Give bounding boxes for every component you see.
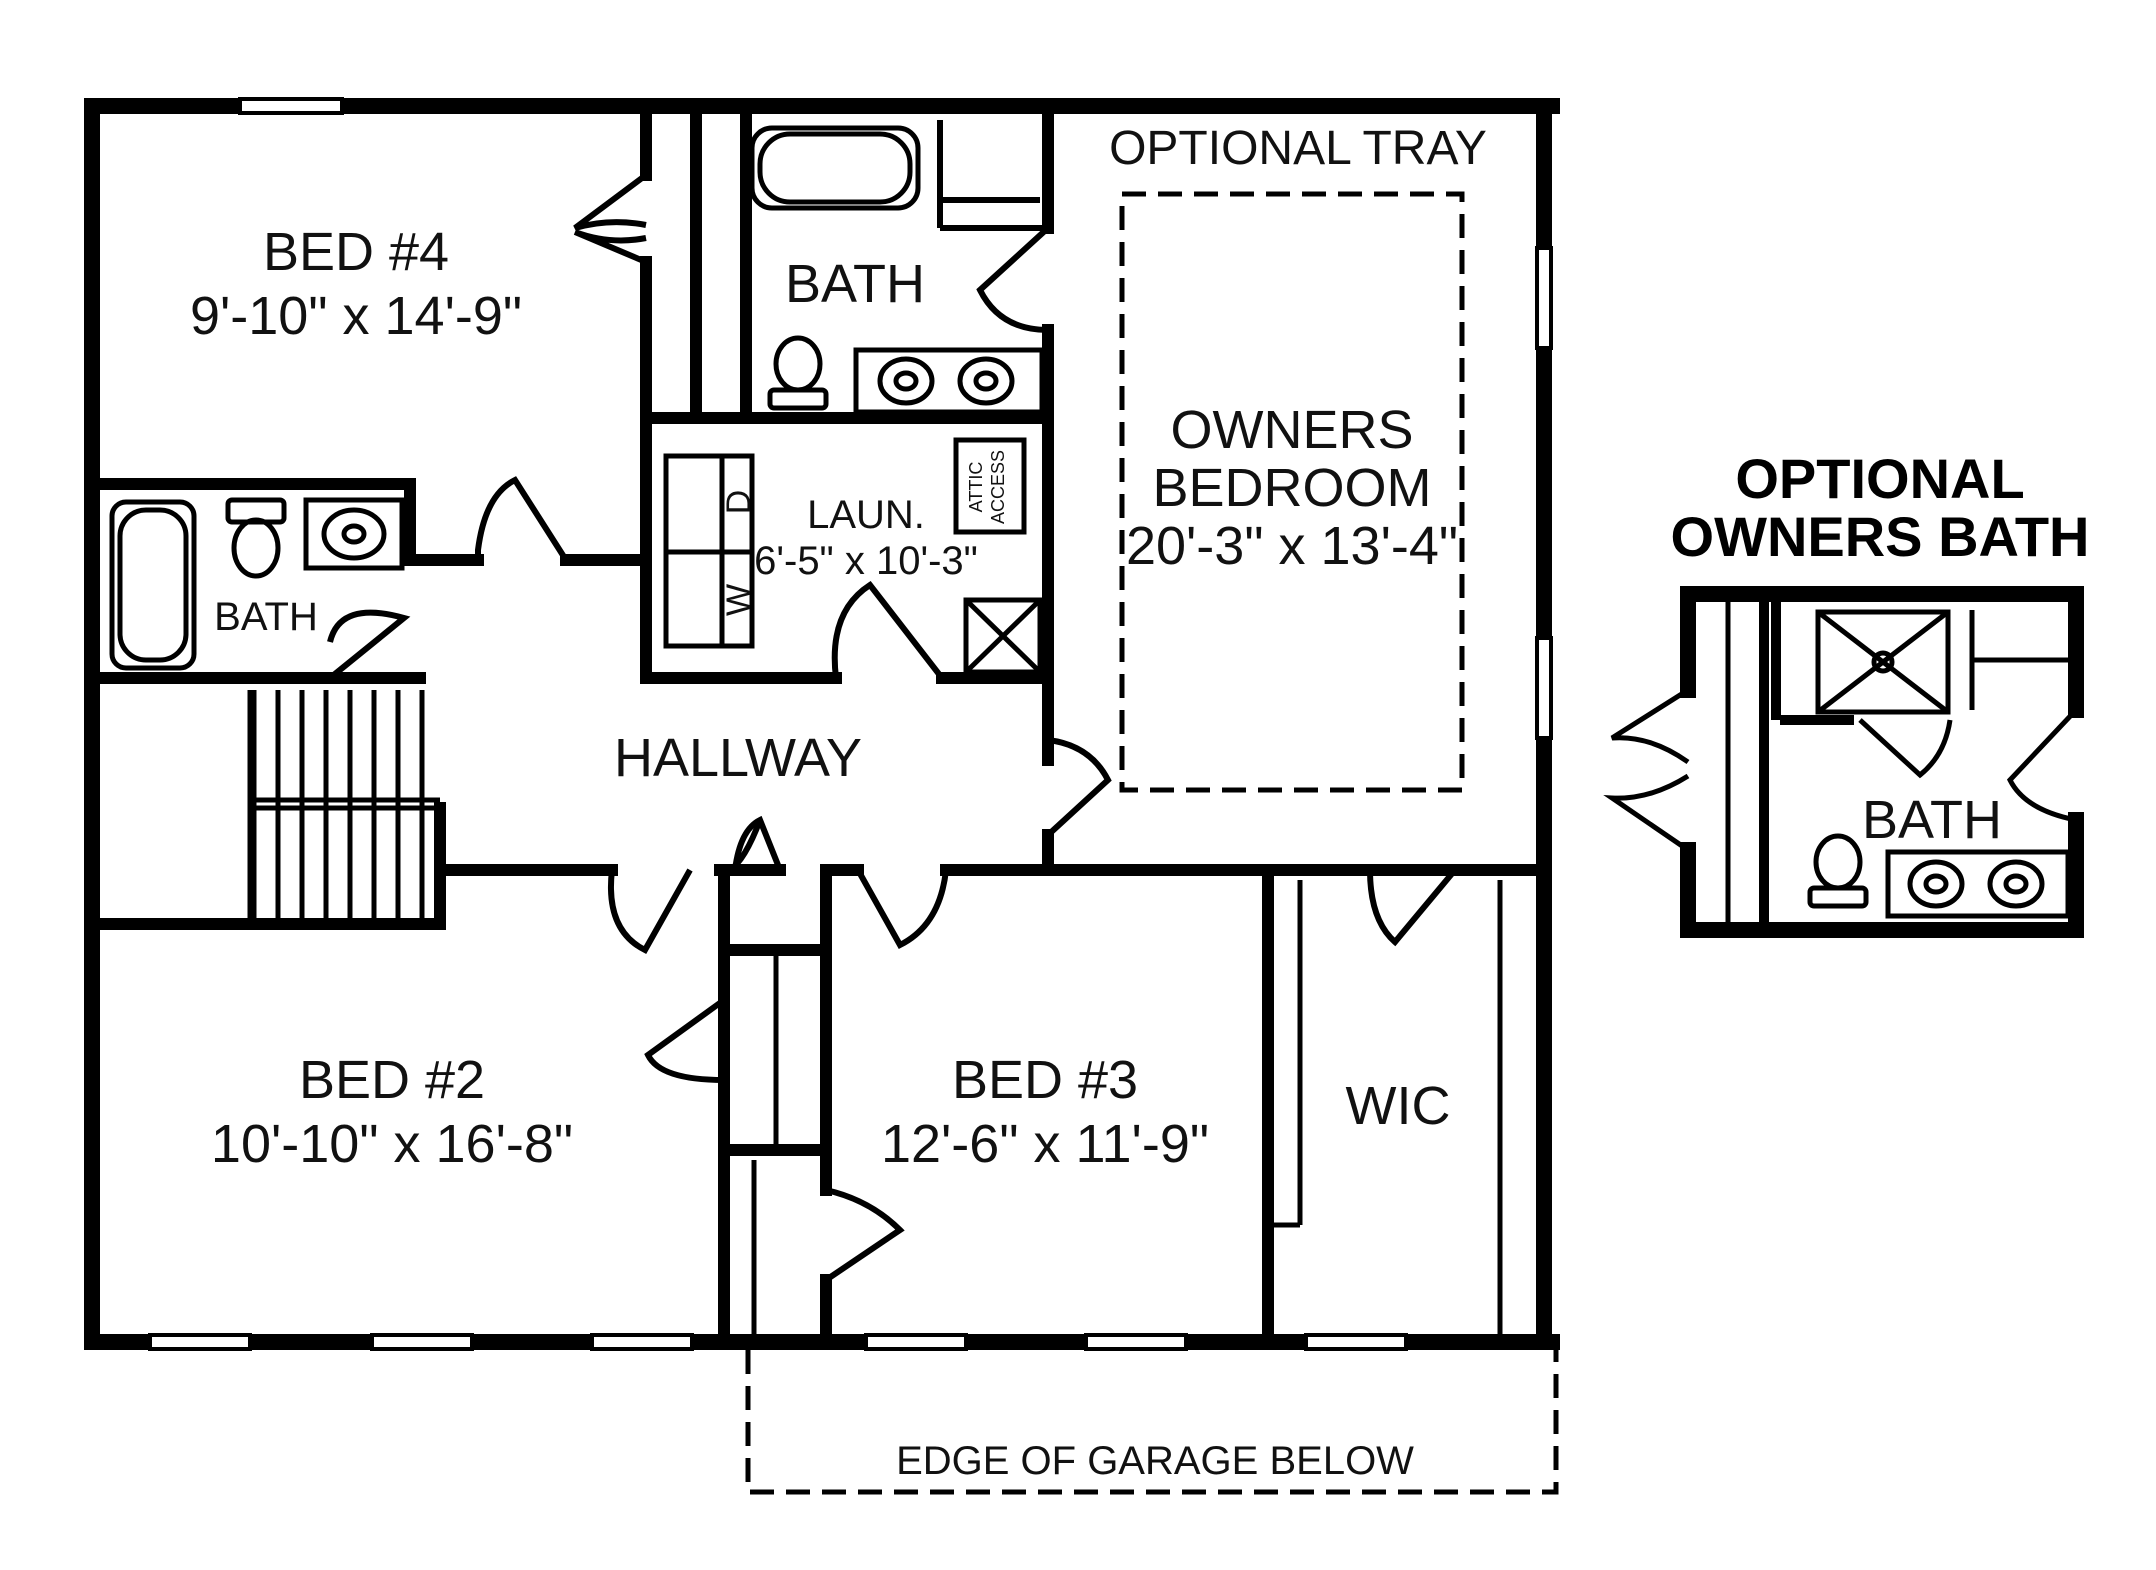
stairs xyxy=(247,690,440,920)
bed3-size: 12'-6" x 11'-9" xyxy=(881,1114,1209,1174)
windows xyxy=(148,97,1553,1351)
thin-lines xyxy=(751,880,1503,1335)
exterior-walls xyxy=(84,98,1560,1350)
attic-label-1: ATTIC xyxy=(966,462,986,513)
laundry-size: 6'-5" x 10'-3" xyxy=(754,539,978,583)
bed2-size: 10'-10" x 16'-8" xyxy=(211,1114,573,1174)
door-swings xyxy=(327,120,1458,1283)
attic-label-2: ACCESS xyxy=(988,450,1008,524)
left-bath-name: BATH xyxy=(214,595,318,639)
optional-bath-plan xyxy=(1603,586,2084,938)
bed3-name: BED #3 xyxy=(952,1050,1138,1110)
bed4-size: 9'-10" x 14'-9" xyxy=(190,286,522,346)
bed4-name: BED #4 xyxy=(263,222,449,282)
optional-bath-name: BATH xyxy=(1862,790,2002,850)
washer-label: W xyxy=(720,584,758,616)
garage-edge-outline xyxy=(745,1350,1559,1495)
dryer-label: D xyxy=(720,490,758,515)
fixtures xyxy=(109,125,1045,675)
interior-walls xyxy=(86,100,1550,1348)
owners-line2: BEDROOM xyxy=(1152,458,1431,518)
optional-tray-label: OPTIONAL TRAY xyxy=(1109,122,1487,175)
upper-bath-name: BATH xyxy=(785,254,925,314)
hallway-name: HALLWAY xyxy=(614,728,862,788)
garage-label: EDGE OF GARAGE BELOW xyxy=(896,1439,1414,1483)
owners-line1: OWNERS xyxy=(1171,400,1414,460)
wic-name: WIC xyxy=(1346,1076,1451,1136)
laundry-name: LAUN. xyxy=(807,493,925,537)
owners-size: 20'-3" x 13'-4" xyxy=(1126,516,1458,576)
optional-bath-title-1: OPTIONAL xyxy=(1735,447,2024,510)
optional-bath-title-2: OWNERS BATH xyxy=(1671,505,2090,568)
bed2-name: BED #2 xyxy=(299,1050,485,1110)
room-labels: BED #4 9'-10" x 14'-9" BATH LAUN. 6'-5" … xyxy=(190,122,2090,1483)
